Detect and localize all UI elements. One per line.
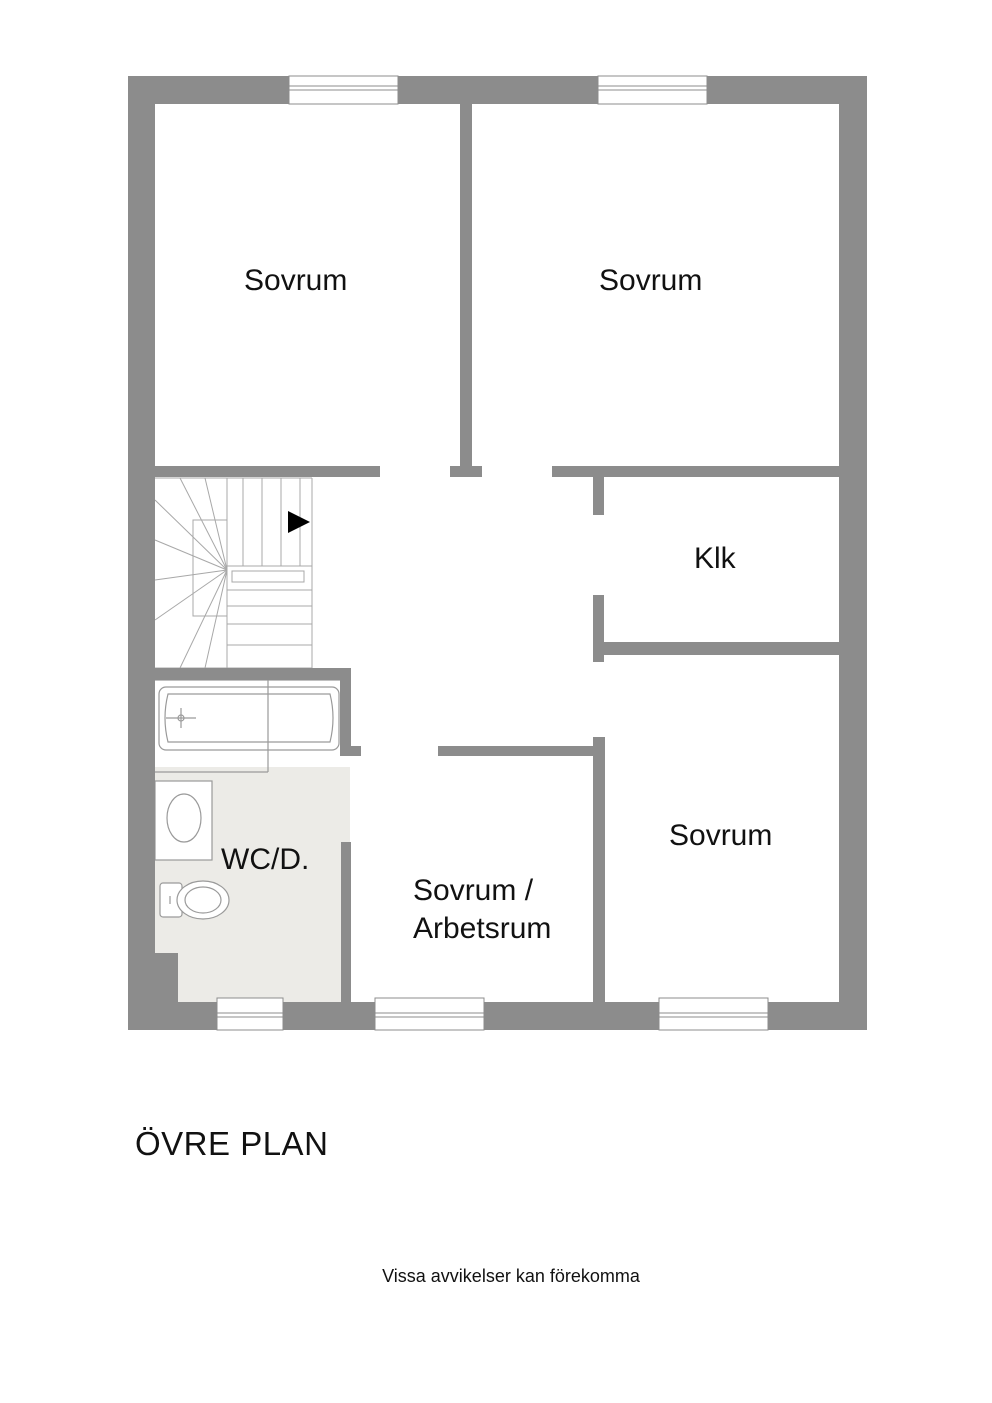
room-label-wc-shower: WC/D. <box>221 843 309 876</box>
room-label-bedroom-office-line1: Sovrum / <box>413 874 534 907</box>
stair-direction-arrow-icon <box>288 511 310 533</box>
disclaimer-text: Vissa avvikelser kan förekomma <box>382 1266 640 1286</box>
sink-icon <box>154 780 213 861</box>
bathtub-icon <box>155 679 343 773</box>
room-label-bedroom-office-line2: Arbetsrum <box>413 912 551 945</box>
plan-title: ÖVRE PLAN <box>135 1125 329 1162</box>
floor-plan: Sovrum Sovrum Klk Sovrum Sovrum / Arbets… <box>128 75 867 1031</box>
staircase <box>154 477 313 669</box>
room-label-bedroom-se: Sovrum <box>669 819 772 852</box>
room-label-bedroom-ne: Sovrum <box>599 264 702 297</box>
room-label-bedroom-nw: Sovrum <box>244 264 347 297</box>
window-icon <box>216 75 769 1031</box>
toilet-icon <box>159 880 230 920</box>
room-label-closet: Klk <box>694 542 737 575</box>
